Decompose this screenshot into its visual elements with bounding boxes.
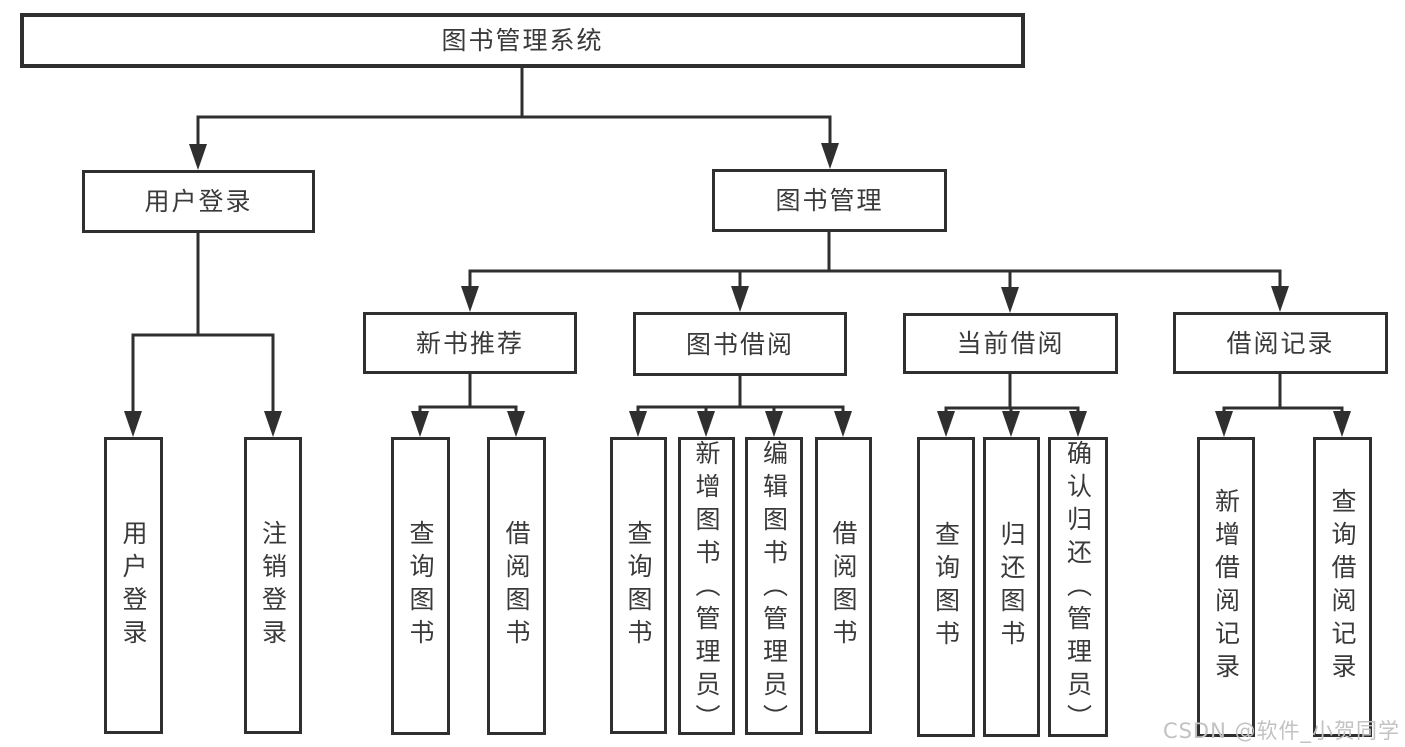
arrowhead-down-icon: [731, 286, 749, 312]
arrowhead-down-icon: [1001, 287, 1019, 313]
node-label: 新增借阅记录: [1211, 488, 1241, 686]
node-label: 查询借阅记录: [1328, 488, 1357, 686]
node-label: 图书借阅: [685, 329, 794, 359]
arrowhead-down-icon: [411, 411, 429, 437]
diagram-node-leaf-user-login: 用户登录: [104, 437, 163, 734]
diagram-node-leaf-logout: 注销登录: [244, 437, 302, 734]
node-label: 借阅记录: [1226, 328, 1335, 358]
node-label: 借阅图书: [502, 520, 531, 652]
diagram-node-leaf-query-books-borrowing: 查询图书: [610, 437, 667, 734]
diagram-node-leaf-query-borrow-record: 查询借阅记录: [1313, 437, 1372, 737]
node-label: 查询图书: [406, 520, 435, 652]
arrowhead-down-icon: [821, 143, 839, 169]
node-label: 注销登录: [258, 519, 288, 652]
diagram-node-user-login: 用户登录: [82, 170, 315, 233]
diagram-node-leaf-query-books-current: 查询图书: [917, 437, 975, 737]
arrowhead-down-icon: [1069, 411, 1087, 437]
arrowhead-down-icon: [937, 411, 955, 437]
arrowhead-down-icon: [1215, 411, 1233, 437]
watermark-text: CSDN @软件_小贺同学: [1162, 719, 1400, 743]
node-label: 归还图书: [997, 521, 1026, 653]
node-label: 借阅图书: [829, 519, 858, 652]
node-label: 查询图书: [931, 521, 961, 653]
diagram-node-book-management: 图书管理: [712, 169, 947, 232]
node-label: 新书推荐: [415, 328, 524, 358]
diagram-node-leaf-edit-book-admin: 编辑图书（管理员）: [745, 437, 803, 737]
node-label: 图书管理系统: [441, 26, 604, 55]
arrowhead-down-icon: [697, 411, 715, 437]
arrowhead-down-icon: [1333, 411, 1351, 437]
node-label: 编辑图书（管理员）: [759, 440, 789, 737]
diagram-node-leaf-query-books-recommend: 查询图书: [391, 437, 450, 735]
arrowhead-down-icon: [461, 286, 479, 312]
arrowhead-down-icon: [264, 411, 282, 437]
arrowhead-down-icon: [1271, 286, 1289, 312]
arrowhead-down-icon: [124, 411, 142, 437]
diagram-node-new-book-recommend: 新书推荐: [363, 312, 577, 374]
diagram-node-current-borrowing: 当前借阅: [903, 313, 1118, 374]
node-label: 用户登录: [144, 187, 253, 216]
diagram-node-leaf-add-borrow-record: 新增借阅记录: [1197, 437, 1255, 737]
diagram-node-borrowing-records: 借阅记录: [1173, 312, 1388, 374]
diagram-node-leaf-add-book-admin: 新增图书（管理员）: [678, 437, 735, 737]
node-label: 确认归还（管理员）: [1063, 440, 1093, 737]
node-label: 图书管理: [775, 186, 884, 215]
arrowhead-down-icon: [507, 411, 525, 437]
arrowhead-down-icon: [629, 411, 647, 437]
arrowhead-down-icon: [765, 411, 783, 437]
diagram-node-leaf-confirm-return-admin: 确认归还（管理员）: [1048, 437, 1108, 737]
node-label: 当前借阅: [956, 329, 1065, 358]
node-label: 新增图书（管理员）: [692, 440, 721, 737]
diagram-node-book-borrowing: 图书借阅: [633, 312, 847, 376]
arrowhead-down-icon: [834, 411, 852, 437]
diagram-node-root: 图书管理系统: [20, 13, 1025, 68]
arrowhead-down-icon: [1002, 411, 1020, 437]
diagram-node-leaf-return-book: 归还图书: [983, 437, 1040, 737]
arrowhead-down-icon: [189, 144, 207, 170]
node-label: 查询图书: [624, 519, 653, 652]
diagram-node-leaf-borrow-books-recommend: 借阅图书: [487, 437, 546, 735]
diagram-node-leaf-borrow-books-borrowing: 借阅图书: [815, 437, 872, 734]
node-label: 用户登录: [119, 519, 148, 652]
